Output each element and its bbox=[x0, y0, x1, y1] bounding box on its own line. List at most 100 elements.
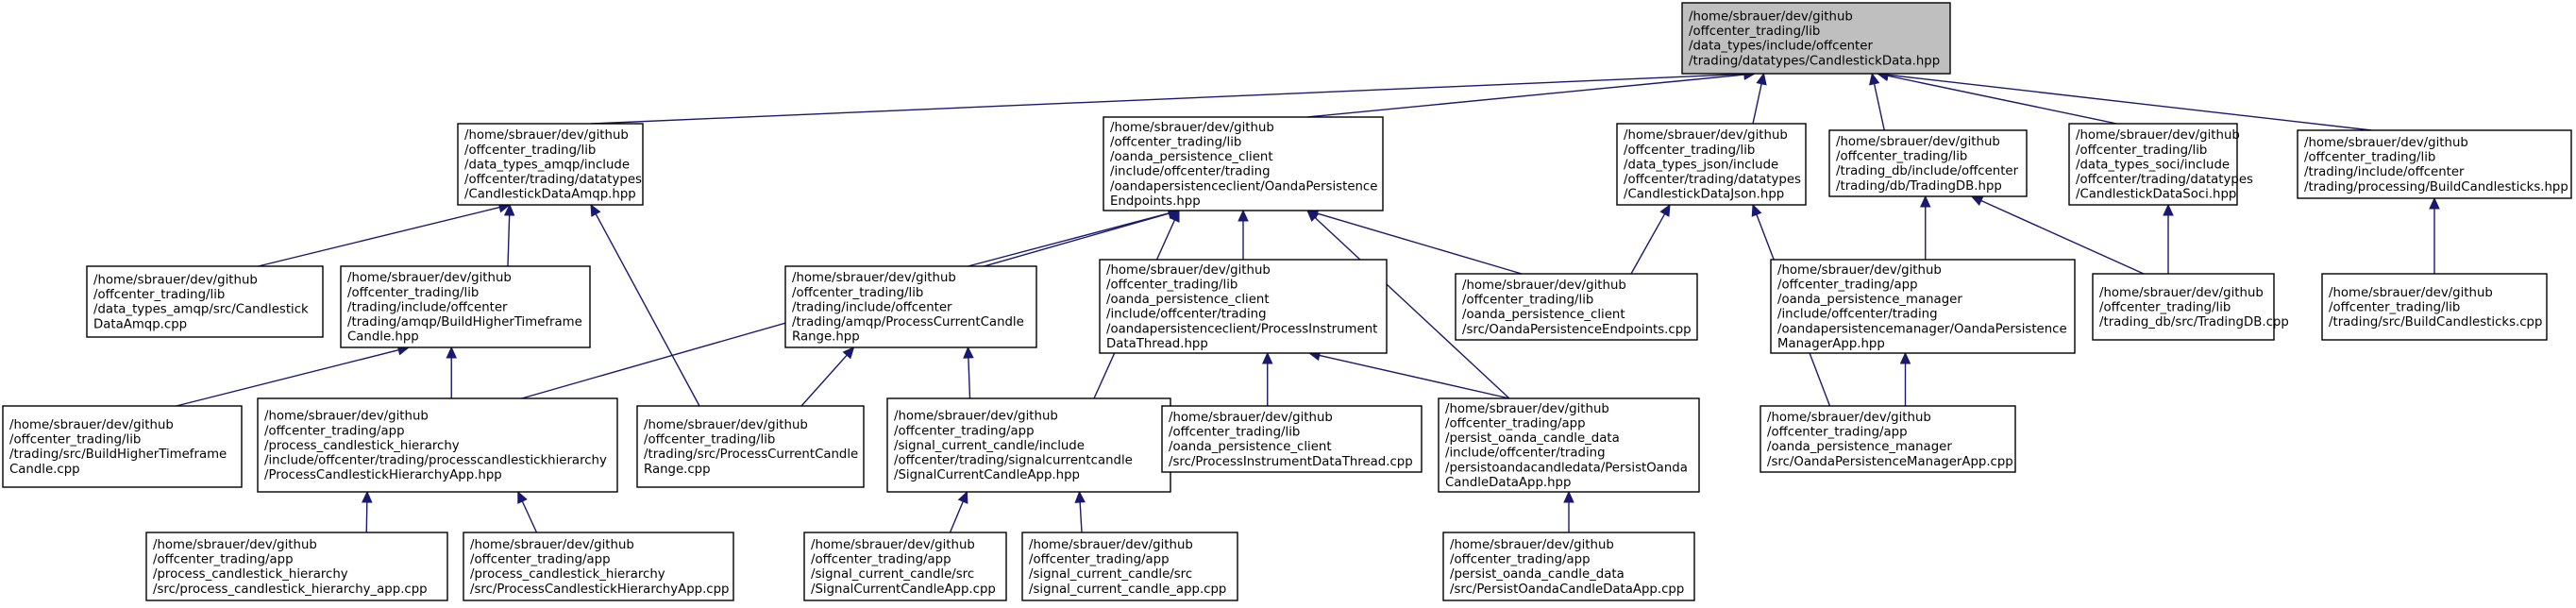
node-label-line: /offcenter_trading/lib bbox=[2099, 300, 2231, 314]
graph-node-n22[interactable]: /home/sbrauer/dev/github/offcenter_tradi… bbox=[145, 532, 448, 601]
node-label-line: DataThread.hpp bbox=[1106, 337, 1208, 351]
graph-node-n1[interactable]: /home/sbrauer/dev/github/offcenter_tradi… bbox=[457, 123, 644, 206]
graph-node-n10[interactable]: /home/sbrauer/dev/github/offcenter_tradi… bbox=[1099, 259, 1388, 354]
node-label-line: /include/offcenter/trading bbox=[1445, 447, 1606, 461]
graph-node-n2[interactable]: /home/sbrauer/dev/github/offcenter_tradi… bbox=[1103, 116, 1384, 211]
edge-n25-to-n18 bbox=[1079, 501, 1083, 533]
graph-node-n23[interactable]: /home/sbrauer/dev/github/offcenter_tradi… bbox=[463, 532, 734, 601]
arrowhead bbox=[590, 203, 601, 217]
edge-n1-to-n0 bbox=[590, 73, 1745, 125]
graph-node-n0[interactable]: /home/sbrauer/dev/github/offcenter_tradi… bbox=[1681, 2, 1951, 75]
node-box bbox=[2, 405, 243, 488]
node-label-line: /oanda_persistence_client bbox=[1169, 440, 1332, 454]
graph-node-n13[interactable]: /home/sbrauer/dev/github/offcenter_tradi… bbox=[2092, 273, 2289, 341]
graph-node-n25[interactable]: /home/sbrauer/dev/github/offcenter_tradi… bbox=[1021, 532, 1238, 601]
edge-n7-to-n1 bbox=[258, 206, 500, 267]
node-box bbox=[1021, 532, 1238, 601]
arrowhead bbox=[963, 346, 974, 359]
node-label-line: /offcenter/trading/datatypes bbox=[2076, 173, 2253, 187]
node-box bbox=[886, 397, 1171, 493]
node-label-line: /home/sbrauer/dev/github bbox=[9, 418, 174, 432]
node-label-line: /home/sbrauer/dev/github bbox=[894, 410, 1058, 424]
node-label-line: /SignalCurrentCandleApp.hpp bbox=[894, 468, 1080, 482]
node-box bbox=[1770, 259, 2076, 354]
graph-node-n8[interactable]: /home/sbrauer/dev/github/offcenter_tradi… bbox=[340, 265, 591, 348]
graph-node-n11[interactable]: /home/sbrauer/dev/github/offcenter_tradi… bbox=[1455, 273, 1698, 341]
graph-node-n14[interactable]: /home/sbrauer/dev/github/offcenter_tradi… bbox=[2321, 273, 2548, 341]
node-box bbox=[86, 265, 324, 338]
arrowhead bbox=[1756, 72, 1767, 86]
node-label-line: /trading/src/ProcessCurrentCandle bbox=[644, 448, 858, 462]
node-label-line: /CandlestickDataAmqp.hpp bbox=[464, 188, 636, 202]
node-label-line: /oandapersistencemanager/OandaPersistenc… bbox=[1777, 322, 2067, 336]
node-label-line: /trading_db/include/offcenter bbox=[1836, 164, 2019, 178]
node-label-line: /trading_db/src/TradingDB.cpp bbox=[2099, 315, 2289, 329]
graph-node-n15[interactable]: /home/sbrauer/dev/github/offcenter_tradi… bbox=[2, 405, 243, 488]
edge-n13-to-n4 bbox=[1980, 199, 2145, 275]
graph-node-n4[interactable]: /home/sbrauer/dev/github/offcenter_tradi… bbox=[1828, 129, 2028, 197]
arrowhead bbox=[957, 490, 968, 504]
node-label-line: /offcenter_trading/lib bbox=[2329, 300, 2460, 314]
graph-node-n12[interactable]: /home/sbrauer/dev/github/offcenter_tradi… bbox=[1770, 259, 2076, 354]
node-label-line: /home/sbrauer/dev/github bbox=[347, 271, 512, 285]
graph-node-n26[interactable]: /home/sbrauer/dev/github/offcenter_tradi… bbox=[1442, 532, 1695, 601]
arrowhead bbox=[1751, 203, 1762, 217]
node-box bbox=[2092, 273, 2275, 341]
node-label-line: /include/offcenter/trading/processcandle… bbox=[264, 453, 607, 467]
graph-node-n3[interactable]: /home/sbrauer/dev/github/offcenter_tradi… bbox=[1616, 123, 1807, 206]
node-box bbox=[257, 397, 618, 493]
node-label-line: /oandapersistenceclient/OandaPersistence bbox=[1110, 179, 1377, 194]
node-box bbox=[457, 123, 644, 206]
graph-node-n18[interactable]: /home/sbrauer/dev/github/offcenter_tradi… bbox=[886, 397, 1171, 493]
graph-node-n17[interactable]: /home/sbrauer/dev/github/offcenter_tradi… bbox=[636, 405, 865, 488]
node-label-line: /src/ProcessCandlestickHierarchyApp.cpp bbox=[470, 583, 730, 597]
graph-node-n7[interactable]: /home/sbrauer/dev/github/offcenter_tradi… bbox=[86, 265, 324, 338]
node-label-line: /oanda_persistence_client bbox=[1110, 150, 1273, 164]
node-box bbox=[1759, 405, 2016, 473]
node-box bbox=[2297, 129, 2572, 199]
node-label-line: /offcenter/trading/signalcurrentcandle bbox=[894, 453, 1133, 467]
node-label-line: /offcenter_trading/app bbox=[1445, 416, 1586, 431]
graph-node-n5[interactable]: /home/sbrauer/dev/github/offcenter_tradi… bbox=[2068, 123, 2253, 206]
graph-node-n9[interactable]: /home/sbrauer/dev/github/offcenter_tradi… bbox=[784, 265, 1037, 348]
node-label-line: /persist_oanda_candle_data bbox=[1445, 431, 1620, 446]
node-label-line: /offcenter/trading/datatypes bbox=[1624, 173, 1801, 187]
node-box bbox=[636, 405, 865, 488]
node-label-line: /home/sbrauer/dev/github bbox=[1689, 9, 1853, 24]
node-label-line: /CandlestickDataSoci.hpp bbox=[2076, 188, 2236, 202]
edge-n20-to-n2 bbox=[1314, 216, 1510, 399]
node-label-line: Candle.cpp bbox=[9, 463, 80, 477]
node-label-line: /signal_current_candle/include bbox=[894, 439, 1085, 453]
node-label-line: Endpoints.hpp bbox=[1110, 194, 1201, 209]
node-box bbox=[1616, 123, 1807, 206]
node-label-line: /signal_current_candle_app.cpp bbox=[1029, 583, 1226, 597]
node-label-line: /home/sbrauer/dev/github bbox=[1029, 538, 1193, 552]
arrowhead bbox=[1261, 351, 1273, 364]
graph-node-n19[interactable]: /home/sbrauer/dev/github/offcenter_tradi… bbox=[1161, 405, 1423, 473]
graph-node-n24[interactable]: /home/sbrauer/dev/github/offcenter_tradi… bbox=[803, 532, 1007, 601]
node-label-line: /offcenter_trading/lib bbox=[464, 144, 596, 158]
node-box bbox=[1442, 532, 1695, 601]
edge-n11-to-n3 bbox=[1630, 213, 1666, 275]
graph-node-n21[interactable]: /home/sbrauer/dev/github/offcenter_tradi… bbox=[1759, 405, 2016, 473]
node-label-line: /offcenter_trading/app bbox=[1029, 553, 1170, 567]
node-label-line: /oanda_persistence_client bbox=[1106, 293, 1270, 307]
edge-n9-to-n2 bbox=[968, 212, 1170, 267]
graph-node-n20[interactable]: /home/sbrauer/dev/github/offcenter_tradi… bbox=[1438, 397, 1700, 493]
graph-node-n6[interactable]: /home/sbrauer/dev/github/offcenter_tradi… bbox=[2297, 129, 2572, 199]
node-label-line: /data_types_soci/include bbox=[2076, 158, 2230, 172]
node-label-line: /offcenter_trading/lib bbox=[644, 433, 775, 448]
arrowhead bbox=[2429, 196, 2440, 210]
graph-node-n16[interactable]: /home/sbrauer/dev/github/offcenter_tradi… bbox=[257, 397, 618, 493]
node-label-line: /offcenter_trading/app bbox=[894, 424, 1035, 438]
arrowhead bbox=[446, 346, 458, 359]
node-label-line: /offcenter_trading/lib bbox=[792, 286, 923, 300]
node-label-line: /home/sbrauer/dev/github bbox=[2304, 136, 2468, 150]
node-label-line: /data_types_json/include bbox=[1624, 158, 1778, 172]
node-label-line: /trading/include/offcenter bbox=[792, 300, 952, 314]
node-label-line: /home/sbrauer/dev/github bbox=[470, 538, 634, 552]
node-box bbox=[784, 265, 1037, 348]
node-label-line: /offcenter_trading/lib bbox=[9, 433, 141, 448]
